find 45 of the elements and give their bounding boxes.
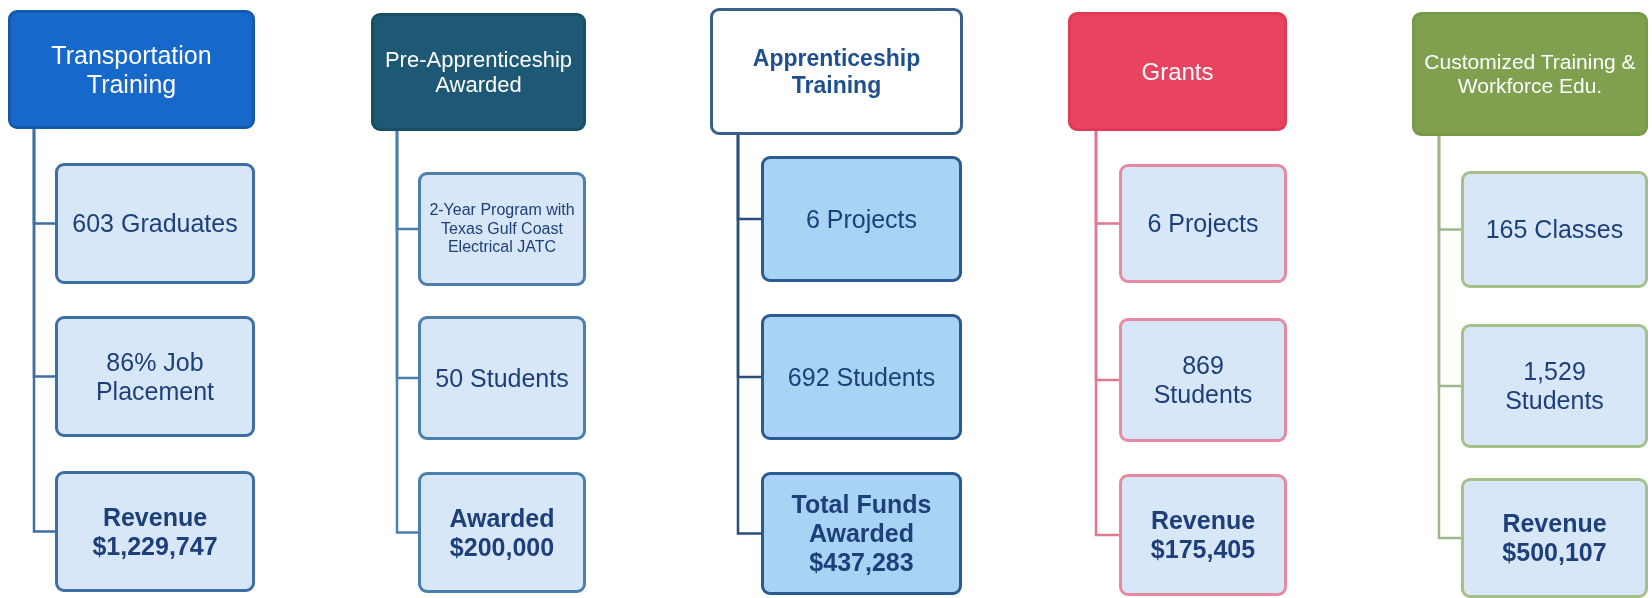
stat-text: 6 Projects: [805, 204, 918, 234]
connector-line: [736, 135, 761, 535]
category-title: Pre-Apprenticeship Awarded: [383, 46, 574, 98]
stat-box: [1119, 164, 1287, 283]
stat-box: [761, 314, 962, 440]
stat-text: Revenue $175,405: [1149, 506, 1257, 564]
stat-box: [55, 163, 255, 284]
stat-box: [1119, 318, 1287, 442]
category-header-box: [1068, 12, 1287, 131]
category-header-box: [8, 10, 255, 129]
connector-line: [395, 131, 418, 534]
stat-text: Total Funds Awarded $437,283: [790, 490, 933, 577]
connector-line: [1437, 136, 1461, 540]
total-box: [55, 471, 255, 592]
total-box: [761, 472, 962, 595]
stat-box: [418, 316, 586, 440]
stat-text: 692 Students: [787, 362, 936, 392]
stat-text: 2-Year Program with Texas Gulf Coast Electrical JATC: [429, 201, 575, 257]
stat-box: [1461, 171, 1648, 288]
connector-line: [32, 129, 55, 533]
stat-box: [761, 156, 962, 282]
stat-text: Revenue $1,229,747: [91, 502, 219, 561]
category-header-box: [371, 13, 586, 131]
stat-text: 1,529 Students: [1504, 357, 1605, 415]
stat-text: 50 Students: [435, 363, 569, 393]
stat-text: 869 Students: [1152, 351, 1254, 409]
stat-text: Awarded $200,000: [448, 503, 556, 562]
stat-text: 6 Projects: [1147, 209, 1259, 238]
category-title: Transportation Training: [50, 40, 213, 99]
stat-text: 86% Job Placement: [94, 347, 216, 406]
category-header-box: [1412, 12, 1648, 136]
stat-box: [1461, 324, 1648, 448]
category-title: Grants: [1141, 57, 1214, 86]
category-title: Apprenticeship Training: [751, 45, 922, 98]
stat-box: [418, 172, 586, 286]
stat-text: 603 Graduates: [72, 209, 238, 238]
total-box: [1461, 478, 1648, 598]
stat-text: Revenue $500,107: [1501, 509, 1608, 567]
total-box: [1119, 474, 1287, 596]
stat-text: 165 Classes: [1485, 215, 1624, 244]
connector-line: [1094, 131, 1119, 537]
total-box: [418, 472, 586, 593]
category-header-box: [710, 8, 963, 135]
category-title: Customized Training & Workforce Edu.: [1423, 49, 1637, 99]
stat-box: [55, 316, 255, 437]
